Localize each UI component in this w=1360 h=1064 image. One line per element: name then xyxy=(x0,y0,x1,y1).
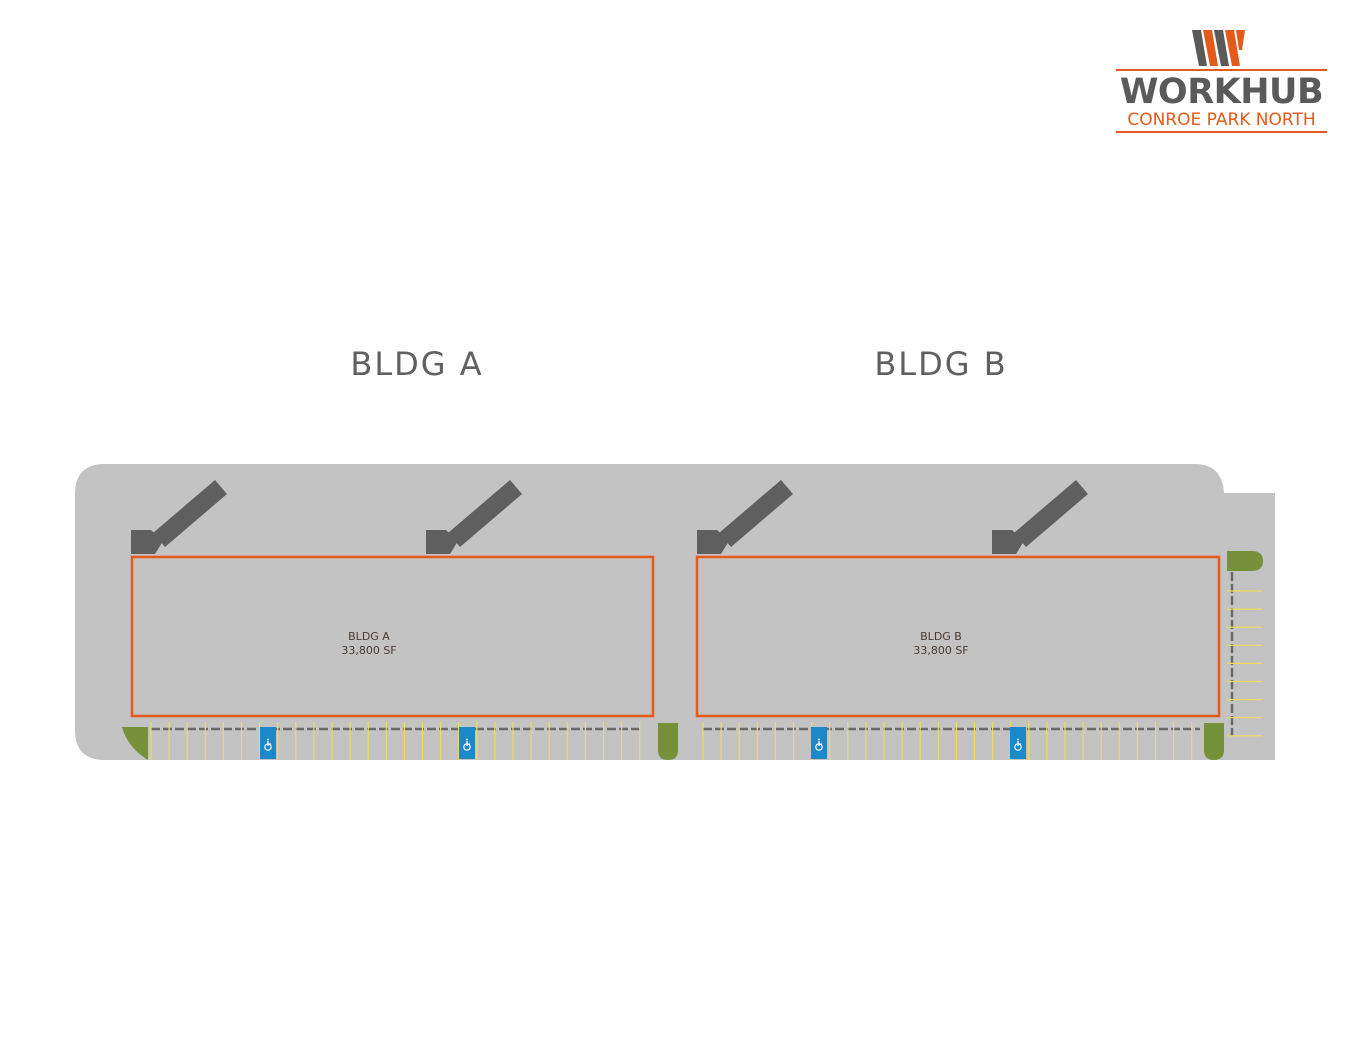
workhub-w-logo-icon xyxy=(1192,30,1245,66)
wheelchair-icon xyxy=(815,738,823,751)
accessible-parking-space xyxy=(1010,727,1026,759)
landscape-island-west xyxy=(122,727,148,760)
landscape-island-east xyxy=(1227,551,1263,571)
building-b: BLDG B 33,800 SF xyxy=(695,555,1221,718)
logo-rule-top xyxy=(1116,69,1327,71)
wheelchair-icon xyxy=(463,738,471,751)
landscape-island-center-b xyxy=(1204,723,1224,760)
building-a: BLDG A 33,800 SF xyxy=(130,555,655,718)
wheelchair-icon xyxy=(264,738,272,751)
building-b-footprint xyxy=(695,555,1221,718)
logo-wordmark: WORKHUB xyxy=(1119,72,1324,112)
landscape-islands xyxy=(122,551,1263,760)
building-a-area: 33,800 SF xyxy=(341,644,396,657)
building-a-label: BLDG A xyxy=(348,630,390,643)
building-b-area: 33,800 SF xyxy=(913,644,968,657)
accessible-parking-space xyxy=(260,727,276,759)
workhub-logo: WORKHUB CONROE PARK NORTH xyxy=(1112,28,1330,138)
building-a-footprint xyxy=(130,555,655,718)
loading-dock-icon xyxy=(426,480,522,554)
loading-docks xyxy=(131,480,1088,554)
parking-stalls xyxy=(150,572,1262,760)
loading-dock-icon xyxy=(992,480,1088,554)
landscape-island-center-a xyxy=(658,723,678,760)
logo-subtitle: CONROE PARK NORTH xyxy=(1127,110,1316,130)
building-b-label: BLDG B xyxy=(920,630,962,643)
building-b-heading: BLDG B xyxy=(874,345,1008,383)
accessible-parking-space xyxy=(811,727,827,759)
loading-dock-icon xyxy=(697,480,793,554)
accessible-parking-space xyxy=(459,727,475,759)
loading-dock-icon xyxy=(131,480,227,554)
logo-rule-bottom xyxy=(1116,131,1327,133)
wheelchair-icon xyxy=(1014,738,1022,751)
building-a-heading: BLDG A xyxy=(350,345,484,383)
